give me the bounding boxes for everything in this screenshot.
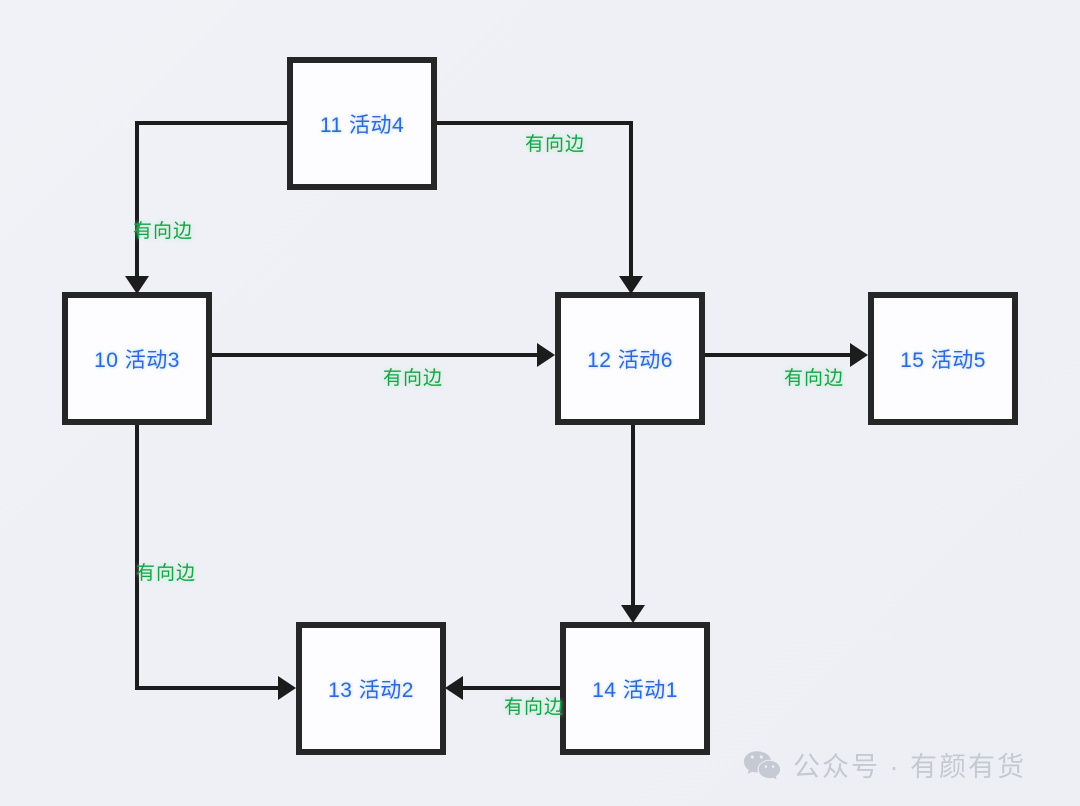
edge-10-13-segment-vertical <box>135 423 139 688</box>
node-14-label: 14 活动1 <box>592 678 678 702</box>
node-15-activity5[interactable]: 15 活动5 <box>868 292 1018 425</box>
node-12-label: 12 活动6 <box>587 348 673 372</box>
edge-11-10-segment-horizontal <box>135 121 289 125</box>
node-15-label: 15 活动5 <box>900 348 986 372</box>
node-12-activity6[interactable]: 12 活动6 <box>555 292 705 425</box>
wechat-icon <box>743 750 781 780</box>
edge-10-13-label: 有向边 <box>136 563 197 584</box>
node-11-activity4[interactable]: 11 活动4 <box>287 57 437 190</box>
node-14-activity1[interactable]: 14 活动1 <box>560 622 710 755</box>
node-10-label: 10 活动3 <box>94 348 180 372</box>
edge-12-14-segment-vertical <box>631 423 635 609</box>
edge-10-12-arrowhead <box>537 343 555 367</box>
node-13-label: 13 活动2 <box>328 678 414 702</box>
edge-14-13-segment-horizontal <box>463 686 562 690</box>
edge-12-15-arrowhead <box>850 343 868 367</box>
edge-12-15-label: 有向边 <box>784 368 845 389</box>
edge-12-15-segment-horizontal <box>703 353 851 357</box>
edge-14-13-arrowhead <box>445 676 463 700</box>
node-10-activity3[interactable]: 10 活动3 <box>62 292 212 425</box>
watermark: 公众号 · 有颜有货 <box>743 745 1026 784</box>
edge-11-12-segment-horizontal <box>435 121 633 125</box>
edge-11-10-arrowhead <box>125 276 149 294</box>
edge-12-14-arrowhead <box>621 605 645 623</box>
edge-14-13-label: 有向边 <box>504 697 565 718</box>
watermark-text: 公众号 · 有颜有货 <box>793 752 1026 782</box>
node-13-activity2[interactable]: 13 活动2 <box>296 622 446 755</box>
edge-11-12-label: 有向边 <box>525 134 586 155</box>
edge-11-10-label: 有向边 <box>133 221 194 242</box>
edge-10-13-segment-horizontal <box>135 686 279 690</box>
edge-11-12-arrowhead <box>619 276 643 294</box>
edge-10-12-label: 有向边 <box>383 368 444 389</box>
edge-10-12-segment-horizontal <box>210 353 538 357</box>
edge-11-10-segment-vertical <box>135 121 139 279</box>
node-11-label: 11 活动4 <box>319 113 405 137</box>
edge-10-13-arrowhead <box>278 676 296 700</box>
edge-11-12-segment-vertical <box>629 121 633 279</box>
